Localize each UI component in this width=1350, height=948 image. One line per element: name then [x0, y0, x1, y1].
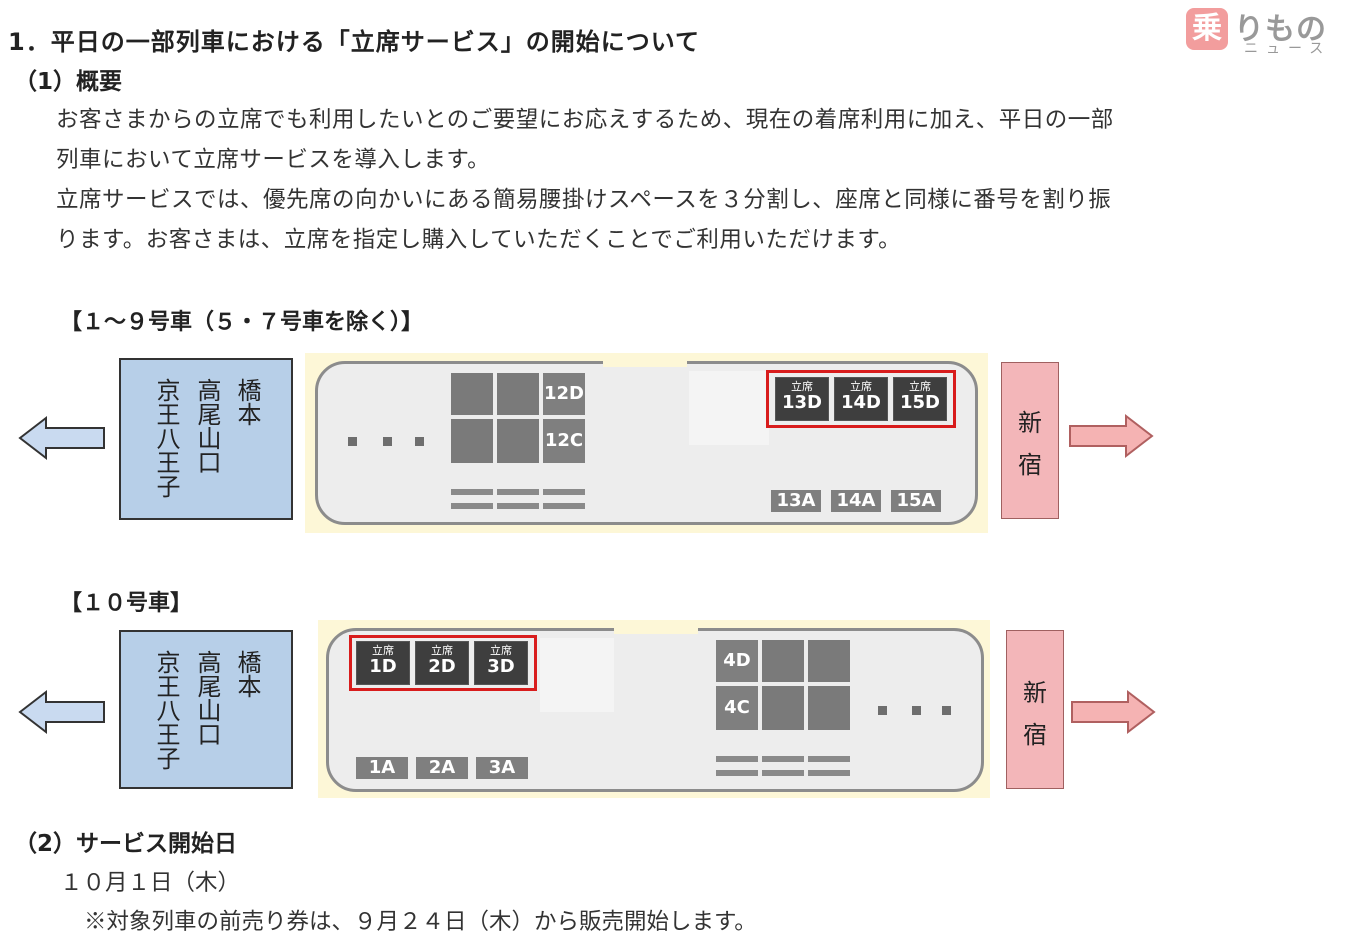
bench-line [543, 503, 585, 509]
seat-2a: 2A [416, 757, 468, 779]
section1-title: （1）概要 [14, 69, 123, 95]
diagram1-label: 【１～９号車（５・７号車を除く）】 [60, 310, 424, 335]
arrow-left-icon [18, 415, 105, 461]
car-diagram-1: 12D 12C 立席 13D 立席 14D 立席 15D 13A 14A 15A [305, 353, 988, 533]
section2-title: （2）サービス開始日 [14, 831, 238, 857]
seat-block [451, 419, 493, 463]
door-gap [614, 624, 698, 634]
section1-line-4: ります。お客さまは、立席を指定し購入していただくことでご利用いただけます。 [56, 227, 902, 253]
seat-12c: 12C [543, 419, 585, 463]
section1-line-1: お客さまからの立席でも利用したいとのご要望にお応えするため、現在の着席利用に加え… [56, 107, 1114, 133]
station-takaosanguchi: 高尾山口 [193, 650, 221, 746]
logo-text: りもの [1234, 12, 1327, 47]
ellipsis-dot [912, 706, 921, 715]
norimono-news-logo: 乗 りもの ニュース [1186, 4, 1346, 57]
standing-seat-3d: 立席 3D [474, 641, 528, 685]
arrow-left-icon [18, 689, 105, 735]
section1-line-3: 立席サービスでは、優先席の向かいにある簡易腰掛けスペースを３分割し、座席と同様に… [56, 187, 1112, 213]
seat-block [808, 686, 850, 730]
station-box-left-2: 京王八王子 高尾山口 橋本 [119, 630, 293, 789]
seat-13a: 13A [771, 490, 821, 512]
bench-line [543, 489, 585, 495]
seat-12d: 12D [543, 373, 585, 415]
bench-line [716, 756, 758, 762]
station-hashimoto: 橋本 [233, 650, 261, 698]
bench-line [497, 503, 539, 509]
seat-number: 13D [782, 392, 822, 413]
standing-seat-1d: 立席 1D [356, 641, 410, 685]
seat-4d: 4D [716, 640, 758, 682]
bench-line [451, 489, 493, 495]
standing-seat-highlight [766, 370, 956, 428]
arrow-right-icon [1069, 413, 1154, 459]
seat-block [451, 373, 493, 415]
bench-line [716, 770, 758, 776]
seat-3a: 3A [476, 757, 528, 779]
section1-line-2: 列車において立席サービスを導入します。 [56, 147, 491, 173]
station-shinjuku-char: 新 [1018, 409, 1042, 437]
standing-label: 立席 [372, 644, 394, 657]
seat-block [497, 373, 539, 415]
ellipsis-dot [348, 437, 357, 446]
seat-number: 3D [487, 656, 515, 677]
station-shinjuku-box: 新 宿 [1006, 630, 1064, 789]
station-takaosanguchi: 高尾山口 [193, 378, 221, 474]
standing-label: 立席 [850, 380, 872, 393]
car-diagram-2: 立席 1D 立席 2D 立席 3D 1A 2A 3A 4D 4C [318, 620, 990, 798]
seat-1a: 1A [356, 757, 408, 779]
arrow-right-icon [1071, 689, 1156, 735]
bench-line [808, 756, 850, 762]
seat-block [762, 686, 804, 730]
standing-seat-13d: 立席 13D [775, 377, 829, 421]
station-keio-hachioji: 京王八王子 [152, 378, 180, 498]
page-title: 1．平日の一部列車における「立席サービス」の開始について [8, 28, 700, 56]
seat-block [808, 640, 850, 682]
standing-label: 立席 [909, 380, 931, 393]
standing-seat-14d: 立席 14D [834, 377, 888, 421]
seat-number: 15D [900, 392, 940, 413]
seat-number: 1D [369, 656, 397, 677]
bench-line [497, 489, 539, 495]
station-hashimoto: 橋本 [233, 378, 261, 426]
logo-subtext: ニュース [1244, 41, 1332, 57]
bench-line [451, 503, 493, 509]
seat-14a: 14A [831, 490, 881, 512]
standing-seat-15d: 立席 15D [893, 377, 947, 421]
seat-block [762, 640, 804, 682]
station-keio-hachioji: 京王八王子 [152, 650, 180, 770]
entry-space [540, 638, 614, 712]
bench-line [762, 770, 804, 776]
ellipsis-dot [942, 706, 951, 715]
station-shinjuku-char: 宿 [1023, 721, 1047, 749]
station-box-left-1: 京王八王子 高尾山口 橋本 [119, 358, 293, 520]
standing-label: 立席 [791, 380, 813, 393]
diagram2-label: 【１０号車】 [60, 591, 193, 616]
entry-space [689, 371, 769, 445]
seat-block [497, 419, 539, 463]
standing-seat-2d: 立席 2D [415, 641, 469, 685]
station-shinjuku-box: 新 宿 [1001, 362, 1059, 519]
seat-number: 2D [428, 656, 456, 677]
standing-label: 立席 [490, 644, 512, 657]
station-shinjuku-char: 新 [1023, 679, 1047, 707]
ellipsis-dot [383, 437, 392, 446]
logo-mark: 乗 [1186, 8, 1228, 50]
bench-line [762, 756, 804, 762]
presale-note: ※対象列車の前売り券は、９月２４日（木）から販売開始します。 [84, 909, 757, 935]
seat-4c: 4C [716, 686, 758, 730]
standing-label: 立席 [431, 644, 453, 657]
service-start-date: １０月１日（木） [60, 870, 241, 896]
bench-line [808, 770, 850, 776]
station-shinjuku-char: 宿 [1018, 451, 1042, 479]
ellipsis-dot [415, 437, 424, 446]
seat-15a: 15A [891, 490, 941, 512]
seat-number: 14D [841, 392, 881, 413]
door-gap [603, 357, 687, 367]
standing-seat-highlight [349, 635, 537, 691]
ellipsis-dot [878, 706, 887, 715]
